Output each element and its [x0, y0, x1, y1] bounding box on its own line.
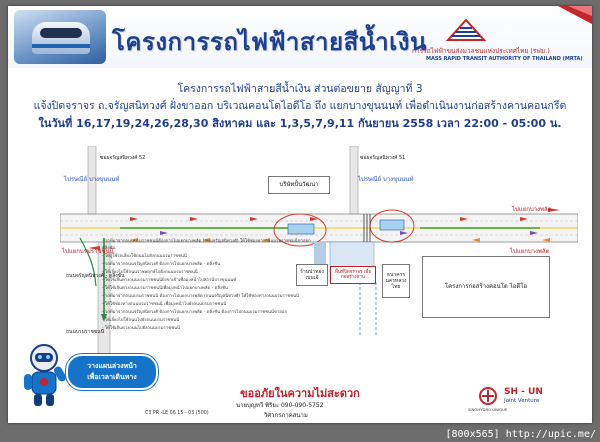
banner-stripe-decoration	[558, 6, 592, 24]
jv-subtitle: Joint Venture	[504, 398, 540, 404]
post-office-left: ไปรษณีย์ บางขุนนนท์	[64, 176, 120, 183]
bank-box: ธนาคาร นครหลวง ไทย	[382, 264, 410, 298]
note-line: - ให้ใช้เส้นทางถนนบรมราชชนนีฝั่งขาเข้าเพ…	[102, 278, 237, 283]
heading-dates: ในวันที่ 16,17,19,24,26,28,30 สิงหาคม แล…	[38, 117, 562, 130]
contact-name: นายบุญทวี พิริยะ 090-090-5752	[236, 402, 324, 409]
banner: โครงการรถไฟฟ้าสายสีน้ำเงิน การรถไฟฟ้าขนส…	[8, 6, 592, 68]
company-building: บริษัทปั้นวัฒนา	[268, 176, 330, 194]
to-borom-label: ไปแยกบรมราชชนนี	[62, 248, 114, 255]
mrta-logo-icon	[445, 18, 487, 41]
mascot-robot-icon	[24, 344, 66, 406]
apology-text: ขออภัยในความไม่สะดวก	[240, 387, 360, 400]
condo-box: โครงการก่อสร้างคอนโด ไอดีโอ	[422, 256, 550, 318]
jv-logo-icon	[479, 387, 497, 405]
map-roads	[60, 146, 578, 383]
banner-title: โครงการรถไฟฟ้าสายสีน้ำเงิน	[112, 27, 427, 56]
advice-bubble: วางแผนล่วงหน้า เพื่อเวลาเดินทาง	[66, 354, 158, 390]
closure-note-box: พื้นที่ปิดจราจร เพื่อก่อสร้างคาน	[330, 266, 376, 284]
soi-right-label: ซอยจรัญสนิทวงศ์ 51	[360, 155, 406, 161]
road-left-low: ถนนบรมราชชนนี	[66, 329, 105, 335]
bubble-line-1: วางแผนล่วงหน้า	[87, 362, 137, 370]
notice-sheet: โครงการรถไฟฟ้าสายสีน้ำเงิน การรถไฟฟ้าขนส…	[8, 6, 592, 423]
note-line: - ให้ผู้ใช้รถเลี่ยงใช้ถนนไปยังถนนบรมราชช…	[102, 254, 187, 259]
note-line: - รถที่มาจากถนนบรมราชชนนีต้องการไปแยกบาง…	[102, 239, 311, 244]
note-line: - ให้เลี่ยงไปใช้ถนนไปยังถนนบรมราชชนนี	[102, 318, 180, 323]
note-line: - ให้ใช้เส้นทางถนนไปยังถนนบรมราชชนนี	[102, 326, 180, 331]
bubble-line-2: เพื่อเวลาเดินทาง	[87, 373, 137, 381]
post-office-right: ไปรษณีย์ บางขุนนนท์	[358, 176, 414, 183]
jv-name: SH - UN	[504, 387, 543, 397]
jv-partner: SINOHYDRO UNIQUE	[468, 407, 508, 412]
heading-project: โครงการรถไฟฟ้าสายสีน้ำเงิน ส่วนต่อขยาย ส…	[177, 83, 423, 95]
note-line: - ให้ใช้เส้นทางถนนบรมราชชนนีเพื่อมุ่งหน้…	[102, 286, 228, 291]
upic-watermark: [800x565] http://upic.me/	[445, 429, 596, 440]
note-line: - รถที่มาจากถนนบรมราชชนนี ต้องการไปแยกบา…	[102, 294, 299, 299]
soi-left-label: ซอยจรัญสนิทวงศ์ 52	[100, 155, 146, 161]
note-line: - รถที่มาจากถนนจรัญสนิทวงศ์ ต้องการไปแยก…	[102, 262, 221, 267]
contact-role: วิศวกรภาคสนาม	[264, 412, 308, 419]
shop-box: ร้านปาทอง เบนเจ้	[296, 264, 328, 286]
to-bang-phlat-label: ไปแยกบางพลัด	[512, 206, 552, 213]
heading-closure: แจ้งปิดจราจร ถ.จรัญสนิทวงศ์ ฝั่งขาออก บร…	[33, 100, 567, 112]
road-left-sign: ถนนจรัญสนิทวงศ์ - ตลิ่งชัน	[66, 273, 125, 279]
note-line: - ให้เลี่ยงไปใช้ถนนราชพฤกษ์ไปยังถนนบรมรา…	[102, 270, 198, 275]
document-reference: C3 PR -LE 06 15 - 03 (500)	[145, 411, 209, 416]
org-name-thai: การรถไฟฟ้าขนส่งมวลชนแห่งประเทศไทย (รฟม.)	[412, 47, 550, 55]
org-name-english: MASS RAPID TRANSIT AUTHORITY OF THAILAND…	[426, 56, 583, 62]
train-icon	[14, 10, 106, 64]
note-line: ตลิ่งชัน	[102, 246, 116, 251]
note-line: - ให้ใช้ช่องทางถนนบรมราชชนนี เพื่อมุ่งหน…	[102, 302, 227, 307]
to-tha-phra-label: ไปแยกบางพลัด	[510, 248, 550, 255]
note-line: - รถที่มาจากถนนจรัญสนิทวงศ์ ต้องการไปแยก…	[102, 310, 288, 315]
traffic-map: บริษัทปั้นวัฒนา ไปรษณีย์ บางขุนนนท์ ไปรษ…	[60, 146, 578, 386]
